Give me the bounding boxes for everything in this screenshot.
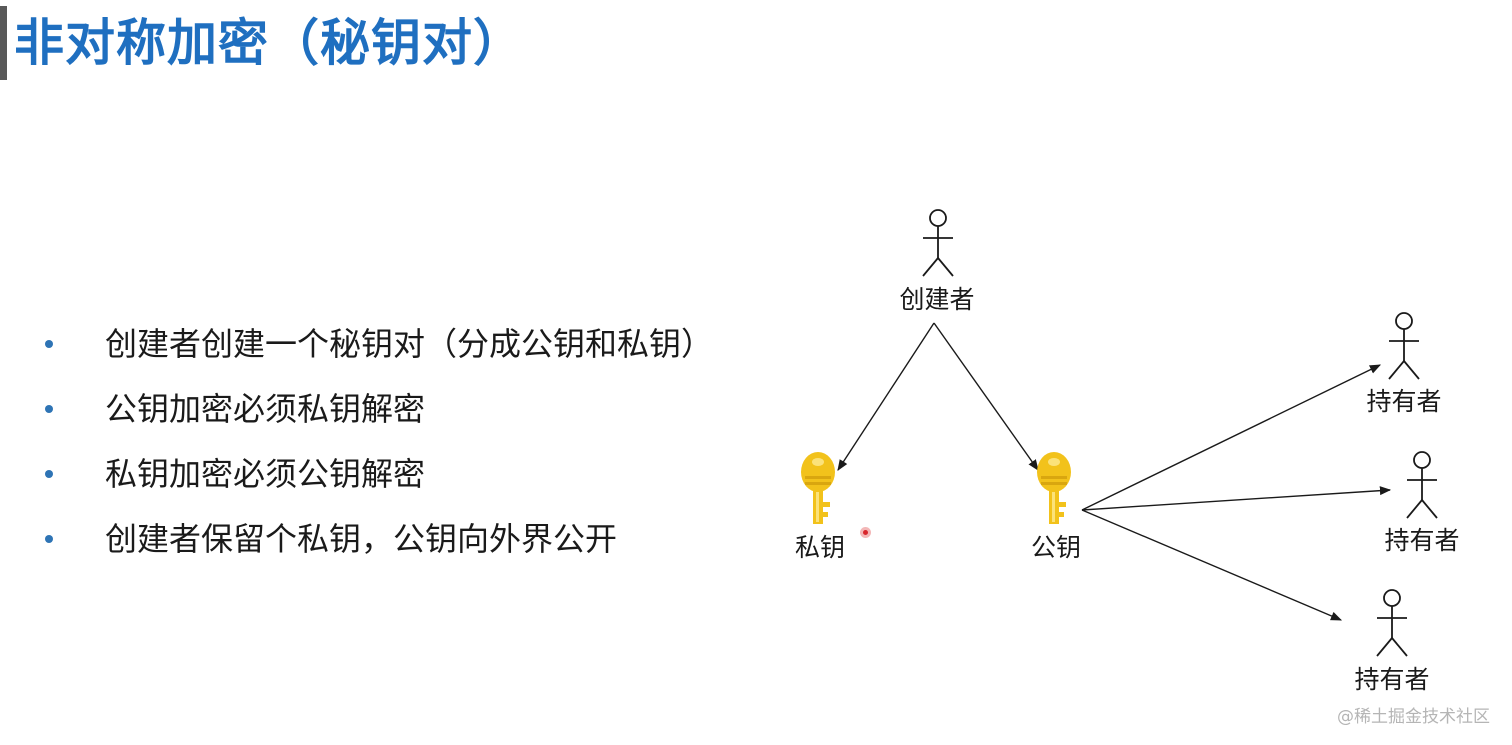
public-key-icon — [1037, 452, 1071, 524]
creator-person-icon — [922, 209, 954, 277]
bullet-dot-icon — [45, 340, 53, 348]
bullet-list: 创建者创建一个秘钥对（分成公钥和私钥） 公钥加密必须私钥解密 私钥加密必须公钥解… — [38, 316, 713, 576]
public-key-to-holder-3-arrow — [1081, 509, 1343, 621]
creator-to-public-key-arrow — [933, 322, 1039, 471]
creator-to-private-key-arrow — [837, 322, 935, 471]
bullet-text: 私钥加密必须公钥解密 — [105, 455, 426, 493]
bullet-dot-icon — [45, 405, 53, 413]
list-item: 私钥加密必须公钥解密 — [38, 446, 713, 511]
bullet-text: 创建者创建一个秘钥对（分成公钥和私钥） — [105, 325, 714, 363]
list-item: 创建者保留个私钥，公钥向外界公开 — [38, 511, 713, 576]
holder-person-icon — [1406, 451, 1438, 519]
laser-pointer-icon — [860, 527, 871, 538]
private-key-label: 私钥 — [795, 533, 845, 562]
bullet-text: 创建者保留个私钥，公钥向外界公开 — [105, 520, 618, 558]
public-key-to-holder-2-arrow — [1081, 486, 1392, 511]
holder-label: 持有者 — [1354, 665, 1429, 694]
public-key-to-holder-1-arrow — [1081, 364, 1382, 511]
list-item: 公钥加密必须私钥解密 — [38, 381, 713, 446]
holder-label: 持有者 — [1384, 526, 1459, 555]
creator-label: 创建者 — [899, 285, 974, 314]
holder-label: 持有者 — [1366, 387, 1441, 416]
list-item: 创建者创建一个秘钥对（分成公钥和私钥） — [38, 316, 713, 381]
bullet-dot-icon — [45, 535, 53, 543]
bullet-text: 公钥加密必须私钥解密 — [105, 390, 426, 428]
private-key-icon — [801, 452, 835, 524]
public-key-label: 公钥 — [1031, 533, 1081, 562]
bullet-dot-icon — [45, 470, 53, 478]
watermark: @稀土掘金技术社区 — [1337, 707, 1490, 727]
holder-person-icon — [1376, 589, 1408, 657]
holder-person-icon — [1388, 312, 1420, 380]
slide-title: 非对称加密（秘钥对） — [14, 14, 524, 72]
title-accent-bar — [0, 6, 7, 80]
